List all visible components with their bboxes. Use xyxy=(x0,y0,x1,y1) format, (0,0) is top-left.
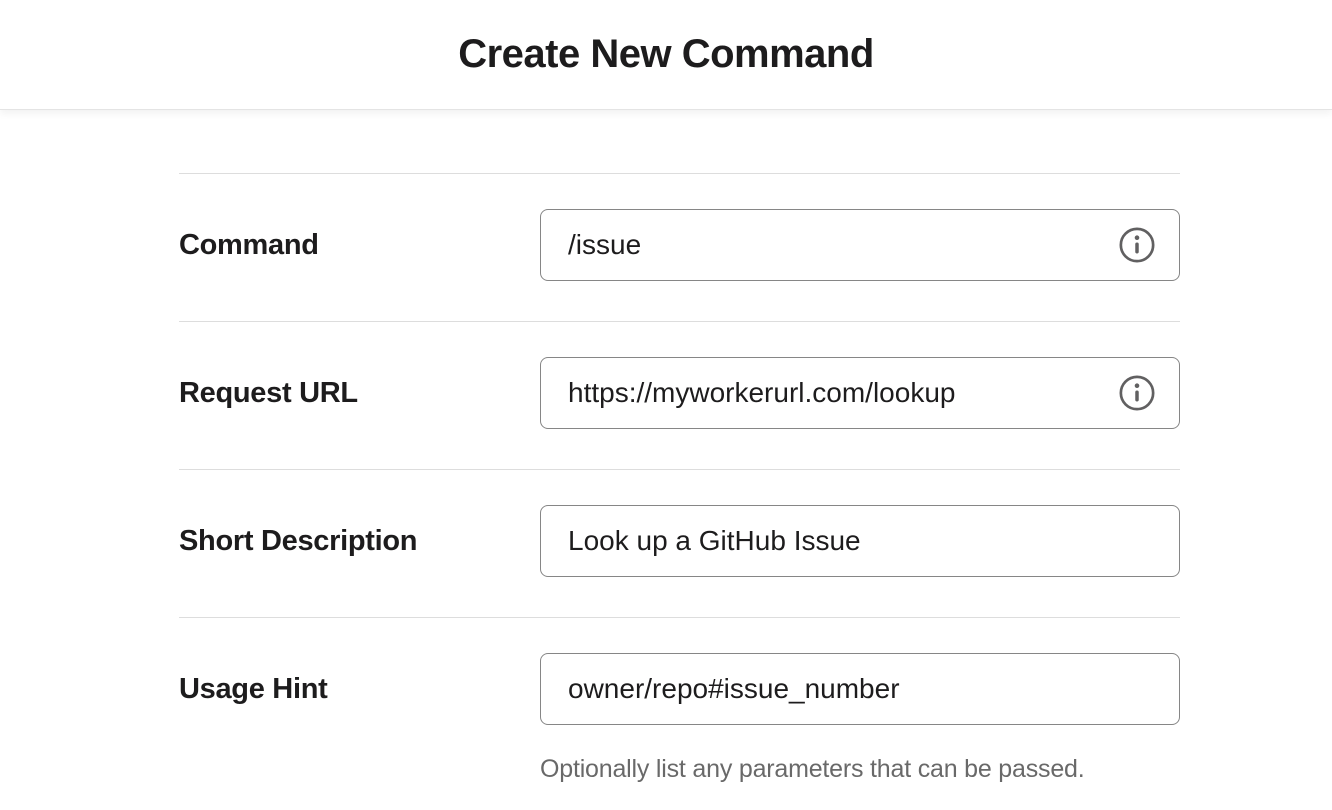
info-icon[interactable] xyxy=(1118,374,1156,412)
usage-hint-help-text: Optionally list any parameters that can … xyxy=(540,755,1085,783)
command-label: Command xyxy=(179,229,319,261)
info-icon[interactable] xyxy=(1118,226,1156,264)
short-description-input[interactable] xyxy=(540,505,1180,577)
form-row-request-url: Request URL xyxy=(179,321,1180,469)
create-command-form: Command Request URL xyxy=(0,173,1332,810)
usage-hint-input[interactable] xyxy=(540,653,1180,725)
command-input[interactable] xyxy=(540,209,1180,281)
form-row-short-description: Short Description xyxy=(179,469,1180,617)
short-description-input-wrap xyxy=(540,505,1180,577)
usage-hint-input-wrap xyxy=(540,653,1180,725)
short-description-label: Short Description xyxy=(179,525,418,557)
command-input-wrap xyxy=(540,209,1180,281)
request-url-input-wrap xyxy=(540,357,1180,429)
page-title: Create New Command xyxy=(458,32,874,76)
request-url-input[interactable] xyxy=(540,357,1180,429)
form-row-command: Command xyxy=(179,173,1180,321)
form-row-usage-hint: Usage Hint Optionally list any parameter… xyxy=(179,617,1180,810)
page-header: Create New Command xyxy=(0,0,1332,110)
request-url-label: Request URL xyxy=(179,377,358,409)
usage-hint-label: Usage Hint xyxy=(179,673,328,705)
